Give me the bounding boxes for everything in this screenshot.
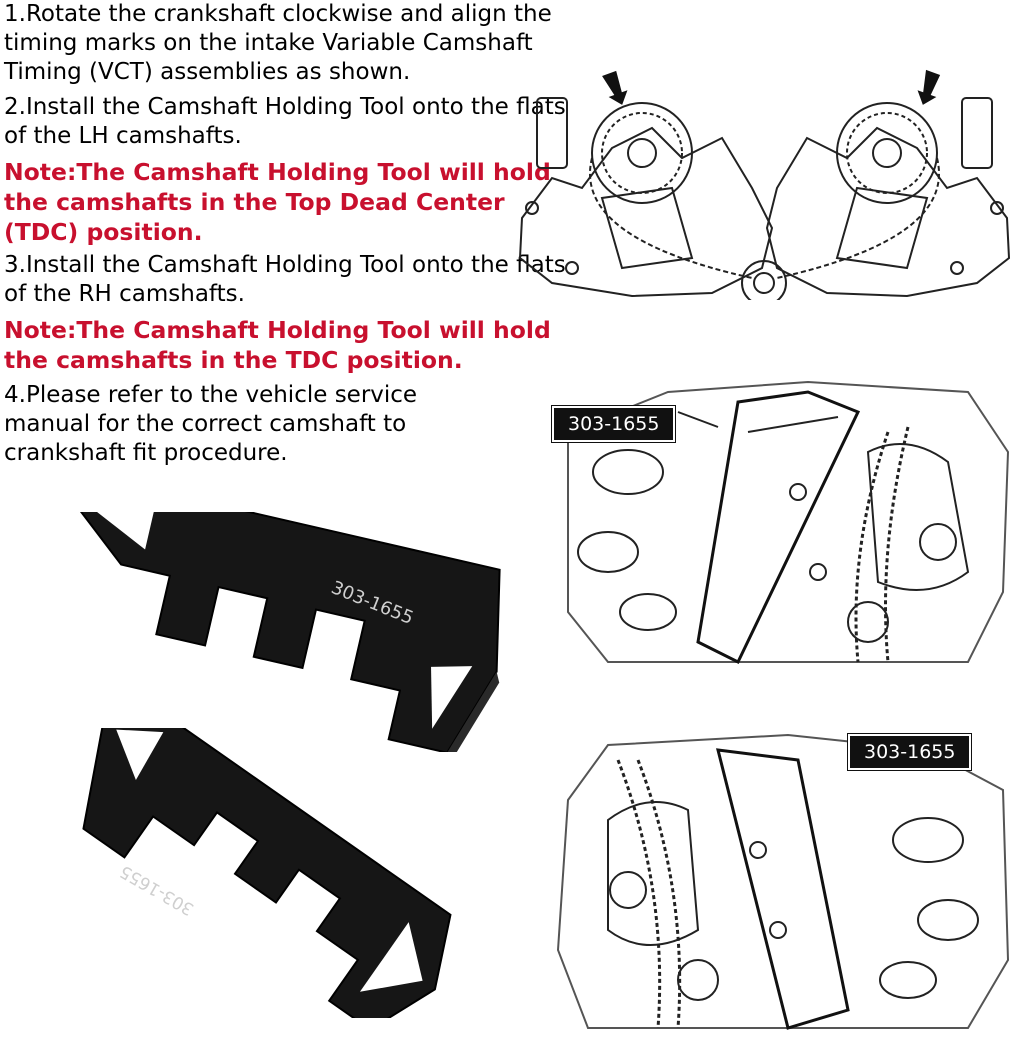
step-1: 1.Rotate the crankshaft clockwise and al…	[4, 1, 552, 85]
part-number-label-lower: 303-1655	[846, 733, 973, 771]
part-number-label-upper: 303-1655	[550, 405, 677, 443]
note-2: Note:The Camshaft Holding Tool will hold…	[4, 316, 551, 374]
holding-tool-lower: 303-1655	[82, 728, 452, 1018]
step-3: 3.Install the Camshaft Holding Tool onto…	[4, 252, 566, 307]
rh-install-diagram: 303-1655	[548, 730, 1018, 1035]
note-1: Note:The Camshaft Holding Tool will hold…	[4, 158, 551, 246]
tool-engraving-lower: 303-1655	[117, 861, 198, 919]
timing-marks-diagram	[518, 69, 1011, 300]
timing-arrow-icon	[602, 69, 941, 105]
instructions-block: 1.Rotate the crankshaft clockwise and al…	[4, 0, 574, 474]
step-4: 4.Please refer to the vehicle service ma…	[4, 382, 418, 466]
step-2: 2.Install the Camshaft Holding Tool onto…	[4, 94, 566, 149]
lh-install-diagram: 303-1655	[548, 372, 1018, 672]
holding-tool-upper: 303-1655	[72, 512, 501, 752]
